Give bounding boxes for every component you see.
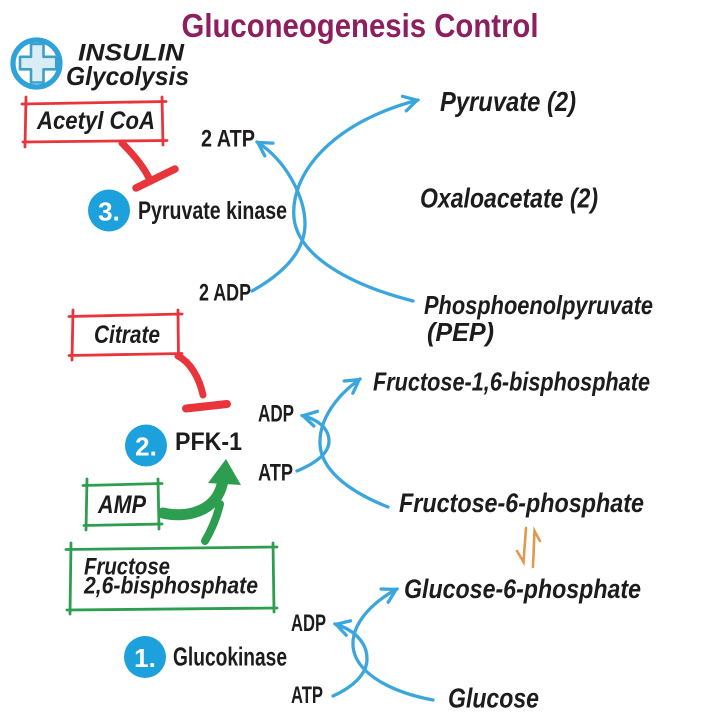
svg-text:Glucokinase: Glucokinase bbox=[173, 642, 287, 672]
svg-text:2,6-bisphosphate: 2,6-bisphosphate bbox=[83, 573, 258, 600]
svg-text:ADP: ADP bbox=[291, 610, 326, 637]
svg-text:Fructose-6-phosphate: Fructose-6-phosphate bbox=[399, 488, 644, 518]
svg-text:ATP: ATP bbox=[291, 682, 323, 709]
svg-text:Acetyl CoA: Acetyl CoA bbox=[36, 107, 155, 135]
svg-text:1.: 1. bbox=[134, 643, 156, 673]
svg-text:Pyruvate (2): Pyruvate (2) bbox=[440, 86, 576, 117]
svg-text:Fructose-1,6-bisphosphate: Fructose-1,6-bisphosphate bbox=[373, 367, 650, 397]
svg-text:Glycolysis: Glycolysis bbox=[66, 61, 189, 91]
svg-text:2 ATP: 2 ATP bbox=[201, 126, 255, 153]
svg-text:Gluconeogenesis Control: Gluconeogenesis Control bbox=[182, 7, 539, 44]
svg-text:2 ADP: 2 ADP bbox=[199, 280, 251, 307]
svg-text:3.: 3. bbox=[98, 197, 120, 227]
svg-text:Pyruvate kinase: Pyruvate kinase bbox=[138, 197, 287, 225]
svg-text:Fructose: Fructose bbox=[84, 554, 170, 581]
svg-text:(PEP): (PEP) bbox=[427, 317, 494, 347]
svg-text:Citrate: Citrate bbox=[94, 321, 160, 349]
svg-text:Phosphoenolpyruvate: Phosphoenolpyruvate bbox=[424, 290, 653, 320]
svg-text:PFK-1: PFK-1 bbox=[175, 428, 242, 456]
svg-text:ADP: ADP bbox=[258, 401, 294, 428]
svg-text:Glucose-6-phosphate: Glucose-6-phosphate bbox=[404, 574, 641, 604]
svg-text:ATP: ATP bbox=[258, 460, 293, 487]
svg-text:AMP: AMP bbox=[97, 491, 146, 519]
svg-text:2.: 2. bbox=[135, 432, 157, 462]
svg-text:Glucose: Glucose bbox=[448, 683, 539, 714]
svg-text:INSULIN: INSULIN bbox=[78, 40, 185, 67]
svg-text:Oxaloacetate (2): Oxaloacetate (2) bbox=[420, 183, 598, 214]
